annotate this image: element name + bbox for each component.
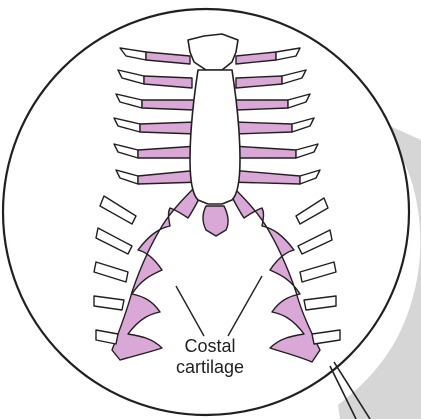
costal-cartilage-label: Costal cartilage (172, 336, 248, 378)
costal-cartilage-label-line-2: cartilage (172, 357, 248, 378)
costal-cartilage-label-line-1: Costal (172, 336, 248, 357)
right-rib-4-cartilage (234, 122, 292, 134)
left-rib-4-cartilage (140, 122, 196, 134)
sternum-body (190, 70, 240, 204)
left-rib-3-cartilage (142, 100, 194, 110)
right-rib-3-cartilage (236, 100, 288, 110)
